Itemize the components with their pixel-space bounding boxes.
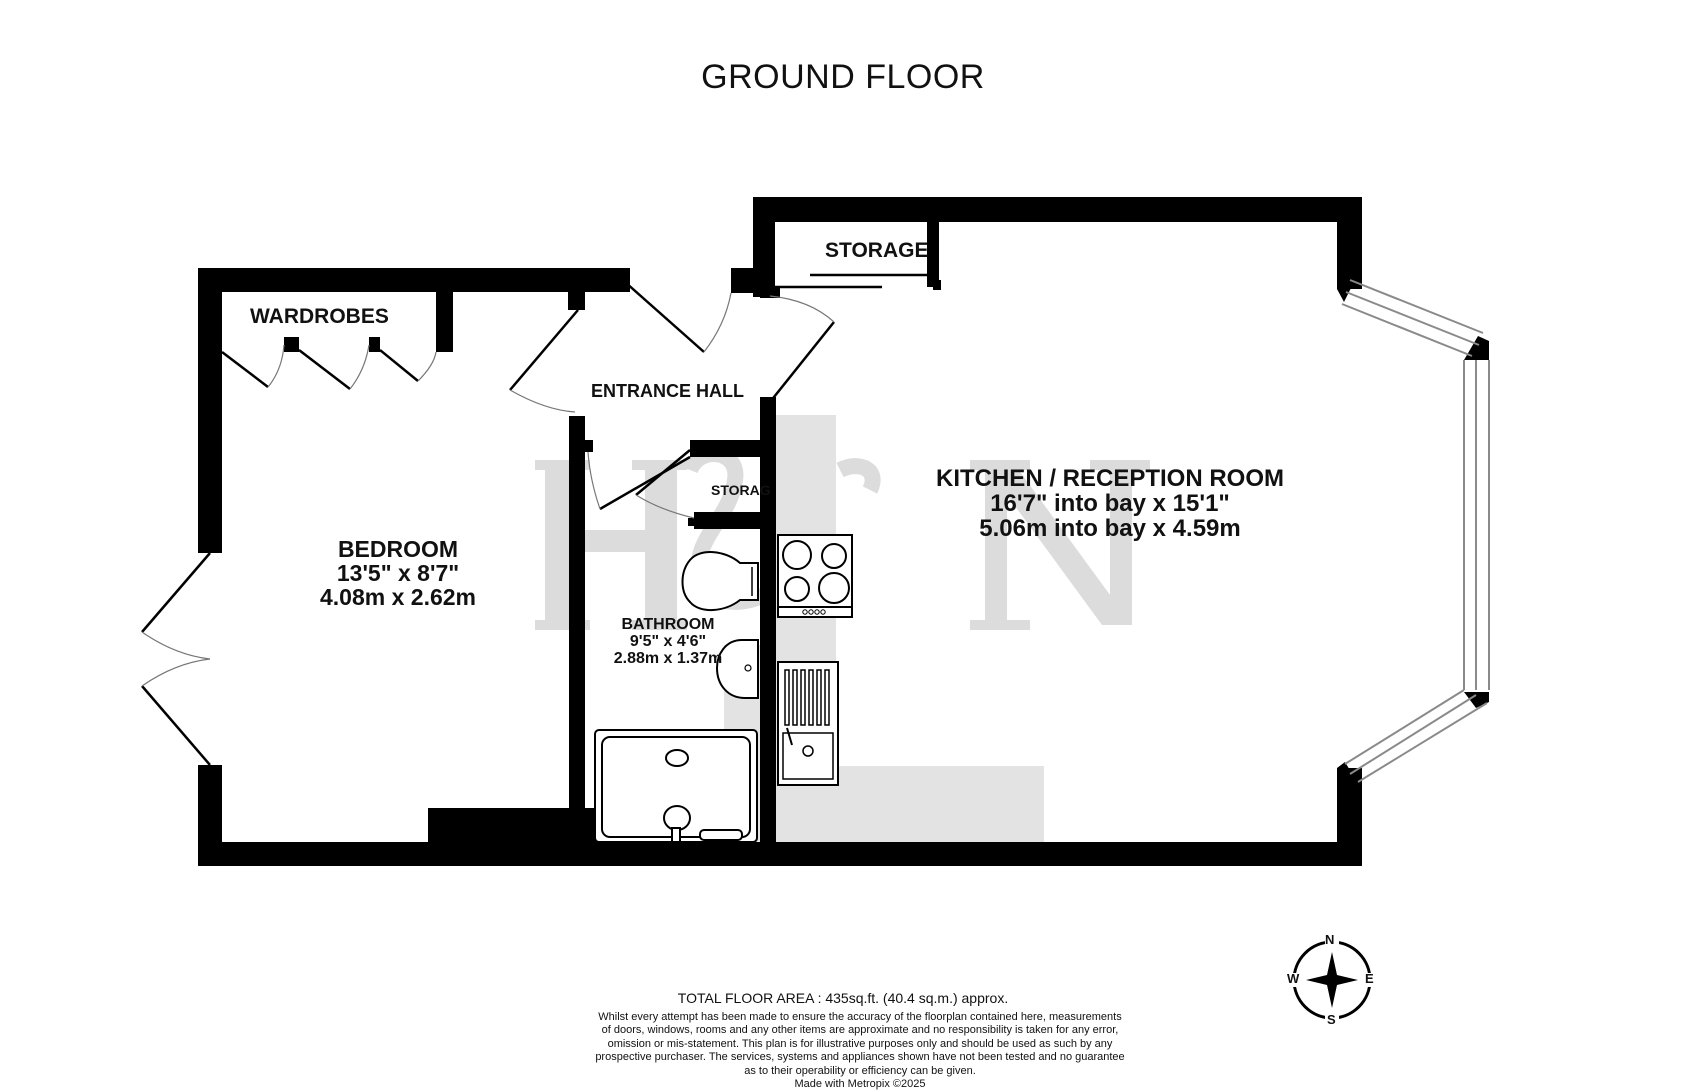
kitchen-metric: 5.06m into bay x 4.59m xyxy=(979,515,1241,543)
disclaimer: Whilst every attempt has been made to en… xyxy=(560,1011,1160,1091)
disclaimer-line: of doors, windows, rooms and any other i… xyxy=(601,1024,1119,1037)
bathroom-metric: 2.88m x 1.37m xyxy=(613,649,723,667)
compass-icon xyxy=(1286,934,1378,1026)
wardrobes-label: WARDROBES xyxy=(250,305,389,328)
kitchen-label: KITCHEN / RECEPTION ROOM 16'7" into bay … xyxy=(920,466,1300,542)
storage-label: STORAGE xyxy=(825,239,929,262)
disclaimer-line: Whilst every attempt has been made to en… xyxy=(598,1011,1122,1023)
bathroom-name: BATHROOM xyxy=(621,616,715,633)
compass-west: W xyxy=(1287,971,1300,986)
compass-south: S xyxy=(1327,1012,1336,1027)
compass-north: N xyxy=(1325,932,1335,947)
bedroom-name: BEDROOM xyxy=(337,536,459,562)
small-storage-label: STORAG xyxy=(711,482,771,498)
sink-icon xyxy=(777,661,839,786)
toilet-icon xyxy=(681,551,759,611)
bay-window xyxy=(1341,279,1490,783)
bathroom-label: BATHROOM 9'5" x 4'6" 2.88m x 1.37m xyxy=(598,616,738,667)
watermark-letter-n xyxy=(970,460,1150,630)
doors xyxy=(141,281,835,766)
watermark-letter-h xyxy=(535,460,687,630)
door-swings xyxy=(141,292,835,687)
shower-tray-icon xyxy=(594,729,758,843)
walls xyxy=(198,197,1489,866)
bedroom-imperial: 13'5" x 8'7" xyxy=(336,560,460,587)
compass-east: E xyxy=(1365,971,1374,986)
disclaimer-line: omission or mis-statement. This plan is … xyxy=(607,1037,1113,1050)
bedroom-label: BEDROOM 13'5" x 8'7" 4.08m x 2.62m xyxy=(298,536,498,611)
disclaimer-line: prospective purchaser. The services, sys… xyxy=(595,1051,1125,1064)
disclaimer-line: as to their operability or efficiency ca… xyxy=(744,1064,976,1077)
bedroom-metric: 4.08m x 2.62m xyxy=(319,584,476,611)
storage-sliding-doors xyxy=(775,273,927,289)
floor-title: GROUND FLOOR xyxy=(701,58,985,96)
kitchen-imperial: 16'7" into bay x 15'1" xyxy=(990,490,1230,518)
kitchen-name: KITCHEN / RECEPTION ROOM xyxy=(935,465,1284,492)
bathroom-imperial: 9'5" x 4'6" xyxy=(629,632,707,650)
entrance-hall-label: ENTRANCE HALL xyxy=(591,381,744,401)
washbasin-icon xyxy=(715,639,759,699)
total-floor-area: TOTAL FLOOR AREA : 435sq.ft. (40.4 sq.m.… xyxy=(677,990,1009,1006)
hob-icon xyxy=(777,534,853,618)
